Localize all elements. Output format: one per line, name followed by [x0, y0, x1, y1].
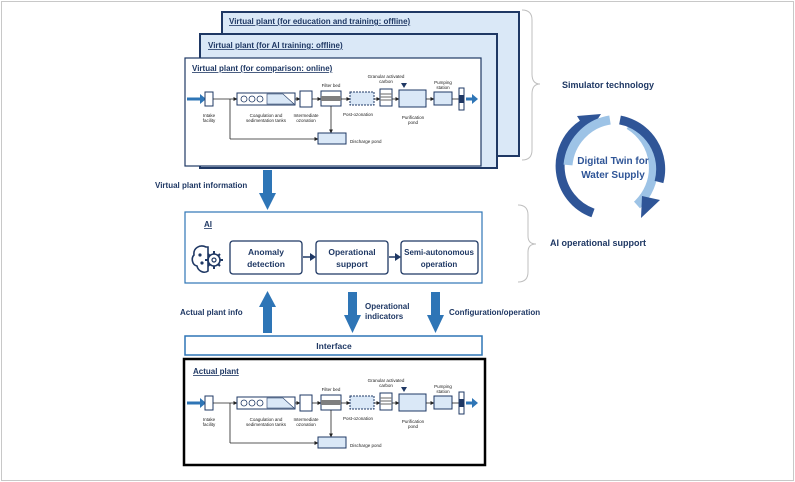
operational-indicators-arrow: [344, 315, 361, 333]
virtual-plant-comparison-panel: [184, 57, 482, 167]
svg-text:Semi-autonomous: Semi-autonomous: [404, 248, 474, 257]
svg-text:ozonation: ozonation: [296, 118, 316, 123]
interface-label: Interface: [316, 341, 352, 351]
svg-text:detection: detection: [247, 259, 285, 269]
configuration-operation-arrow: [427, 315, 444, 333]
svg-text:Post-ozonation: Post-ozonation: [343, 112, 374, 117]
svg-text:operation: operation: [421, 260, 458, 269]
virtual-plant-education-title: Virtual plant (for education and trainin…: [229, 17, 411, 26]
svg-text:sedimentation tanks: sedimentation tanks: [246, 118, 287, 123]
svg-text:Post-ozonation: Post-ozonation: [343, 416, 374, 421]
operational-indicators-label-1: Operational: [365, 302, 409, 311]
svg-text:Intake: Intake: [203, 113, 216, 118]
actual-process-schematic: Intake facility Coagulation and sediment…: [187, 378, 478, 448]
svg-text:facility: facility: [203, 422, 216, 427]
svg-text:Granular activated: Granular activated: [368, 378, 405, 383]
actual-plant-info-label: Actual plant info: [180, 308, 243, 317]
svg-text:sedimentation tanks: sedimentation tanks: [246, 422, 287, 427]
svg-text:Purification: Purification: [402, 419, 425, 424]
operational-indicators-label-2: indicators: [365, 312, 404, 321]
svg-text:Pumping: Pumping: [434, 384, 452, 389]
simulator-technology-label: Simulator technology: [562, 80, 654, 90]
svg-text:Filter bed: Filter bed: [322, 387, 341, 392]
ai-support-label: AI operational support: [550, 238, 646, 248]
svg-text:pond: pond: [408, 120, 419, 125]
svg-text:Intermediate: Intermediate: [293, 417, 319, 422]
digital-twin-cycle: Digital Twin for Water Supply: [555, 114, 666, 218]
cycle-label-line1: Digital Twin for: [577, 156, 649, 167]
svg-text:Purification: Purification: [402, 115, 425, 120]
svg-text:pond: pond: [408, 424, 419, 429]
svg-text:Anomaly: Anomaly: [248, 247, 284, 257]
svg-text:Operational: Operational: [328, 247, 375, 257]
simulator-brace: [521, 9, 541, 161]
actual-plant-info-arrow: [263, 306, 272, 333]
svg-text:carbon: carbon: [379, 383, 393, 388]
svg-text:ozonation: ozonation: [296, 422, 316, 427]
svg-text:Intake: Intake: [203, 417, 216, 422]
interface-bar: [184, 335, 483, 356]
svg-text:Intermediate: Intermediate: [293, 113, 319, 118]
virtual-plant-info-label: Virtual plant information: [155, 181, 247, 190]
actual-plant-title: Actual plant: [193, 367, 239, 376]
cycle-label-line2: Water Supply: [581, 170, 645, 181]
anomaly-detection-box: [229, 240, 303, 275]
svg-text:carbon: carbon: [379, 79, 393, 84]
virtual-process-schematic: Intake facility Coagulation and sediment…: [187, 74, 478, 144]
svg-text:Pumping: Pumping: [434, 80, 452, 85]
svg-text:facility: facility: [203, 118, 216, 123]
svg-text:Granular activated: Granular activated: [368, 74, 405, 79]
semi-autonomous-operation-box: [400, 240, 479, 275]
virtual-plant-comparison-title: Virtual plant (for comparison: online): [192, 64, 333, 73]
svg-text:Discharge pond: Discharge pond: [350, 443, 382, 448]
ai-panel-title: AI: [204, 220, 212, 229]
virtual-plant-info-arrow: [259, 193, 276, 210]
svg-text:Coagulation and: Coagulation and: [250, 113, 283, 118]
cycle-arrow-right: [618, 115, 666, 184]
ai-brain-gear-icon: [191, 245, 223, 273]
operational-support-box: [315, 240, 389, 275]
virtual-plant-ai-training-title: Virtual plant (for AI training: offline): [208, 41, 343, 50]
svg-text:station: station: [436, 85, 450, 90]
svg-text:station: station: [436, 389, 450, 394]
configuration-operation-label: Configuration/operation: [449, 308, 540, 317]
cycle-arrow-left: [555, 120, 595, 218]
ai-support-brace: [517, 204, 537, 283]
svg-text:Coagulation and: Coagulation and: [250, 417, 283, 422]
svg-text:support: support: [336, 259, 368, 269]
svg-text:Discharge pond: Discharge pond: [350, 139, 382, 144]
svg-text:Filter bed: Filter bed: [322, 83, 341, 88]
